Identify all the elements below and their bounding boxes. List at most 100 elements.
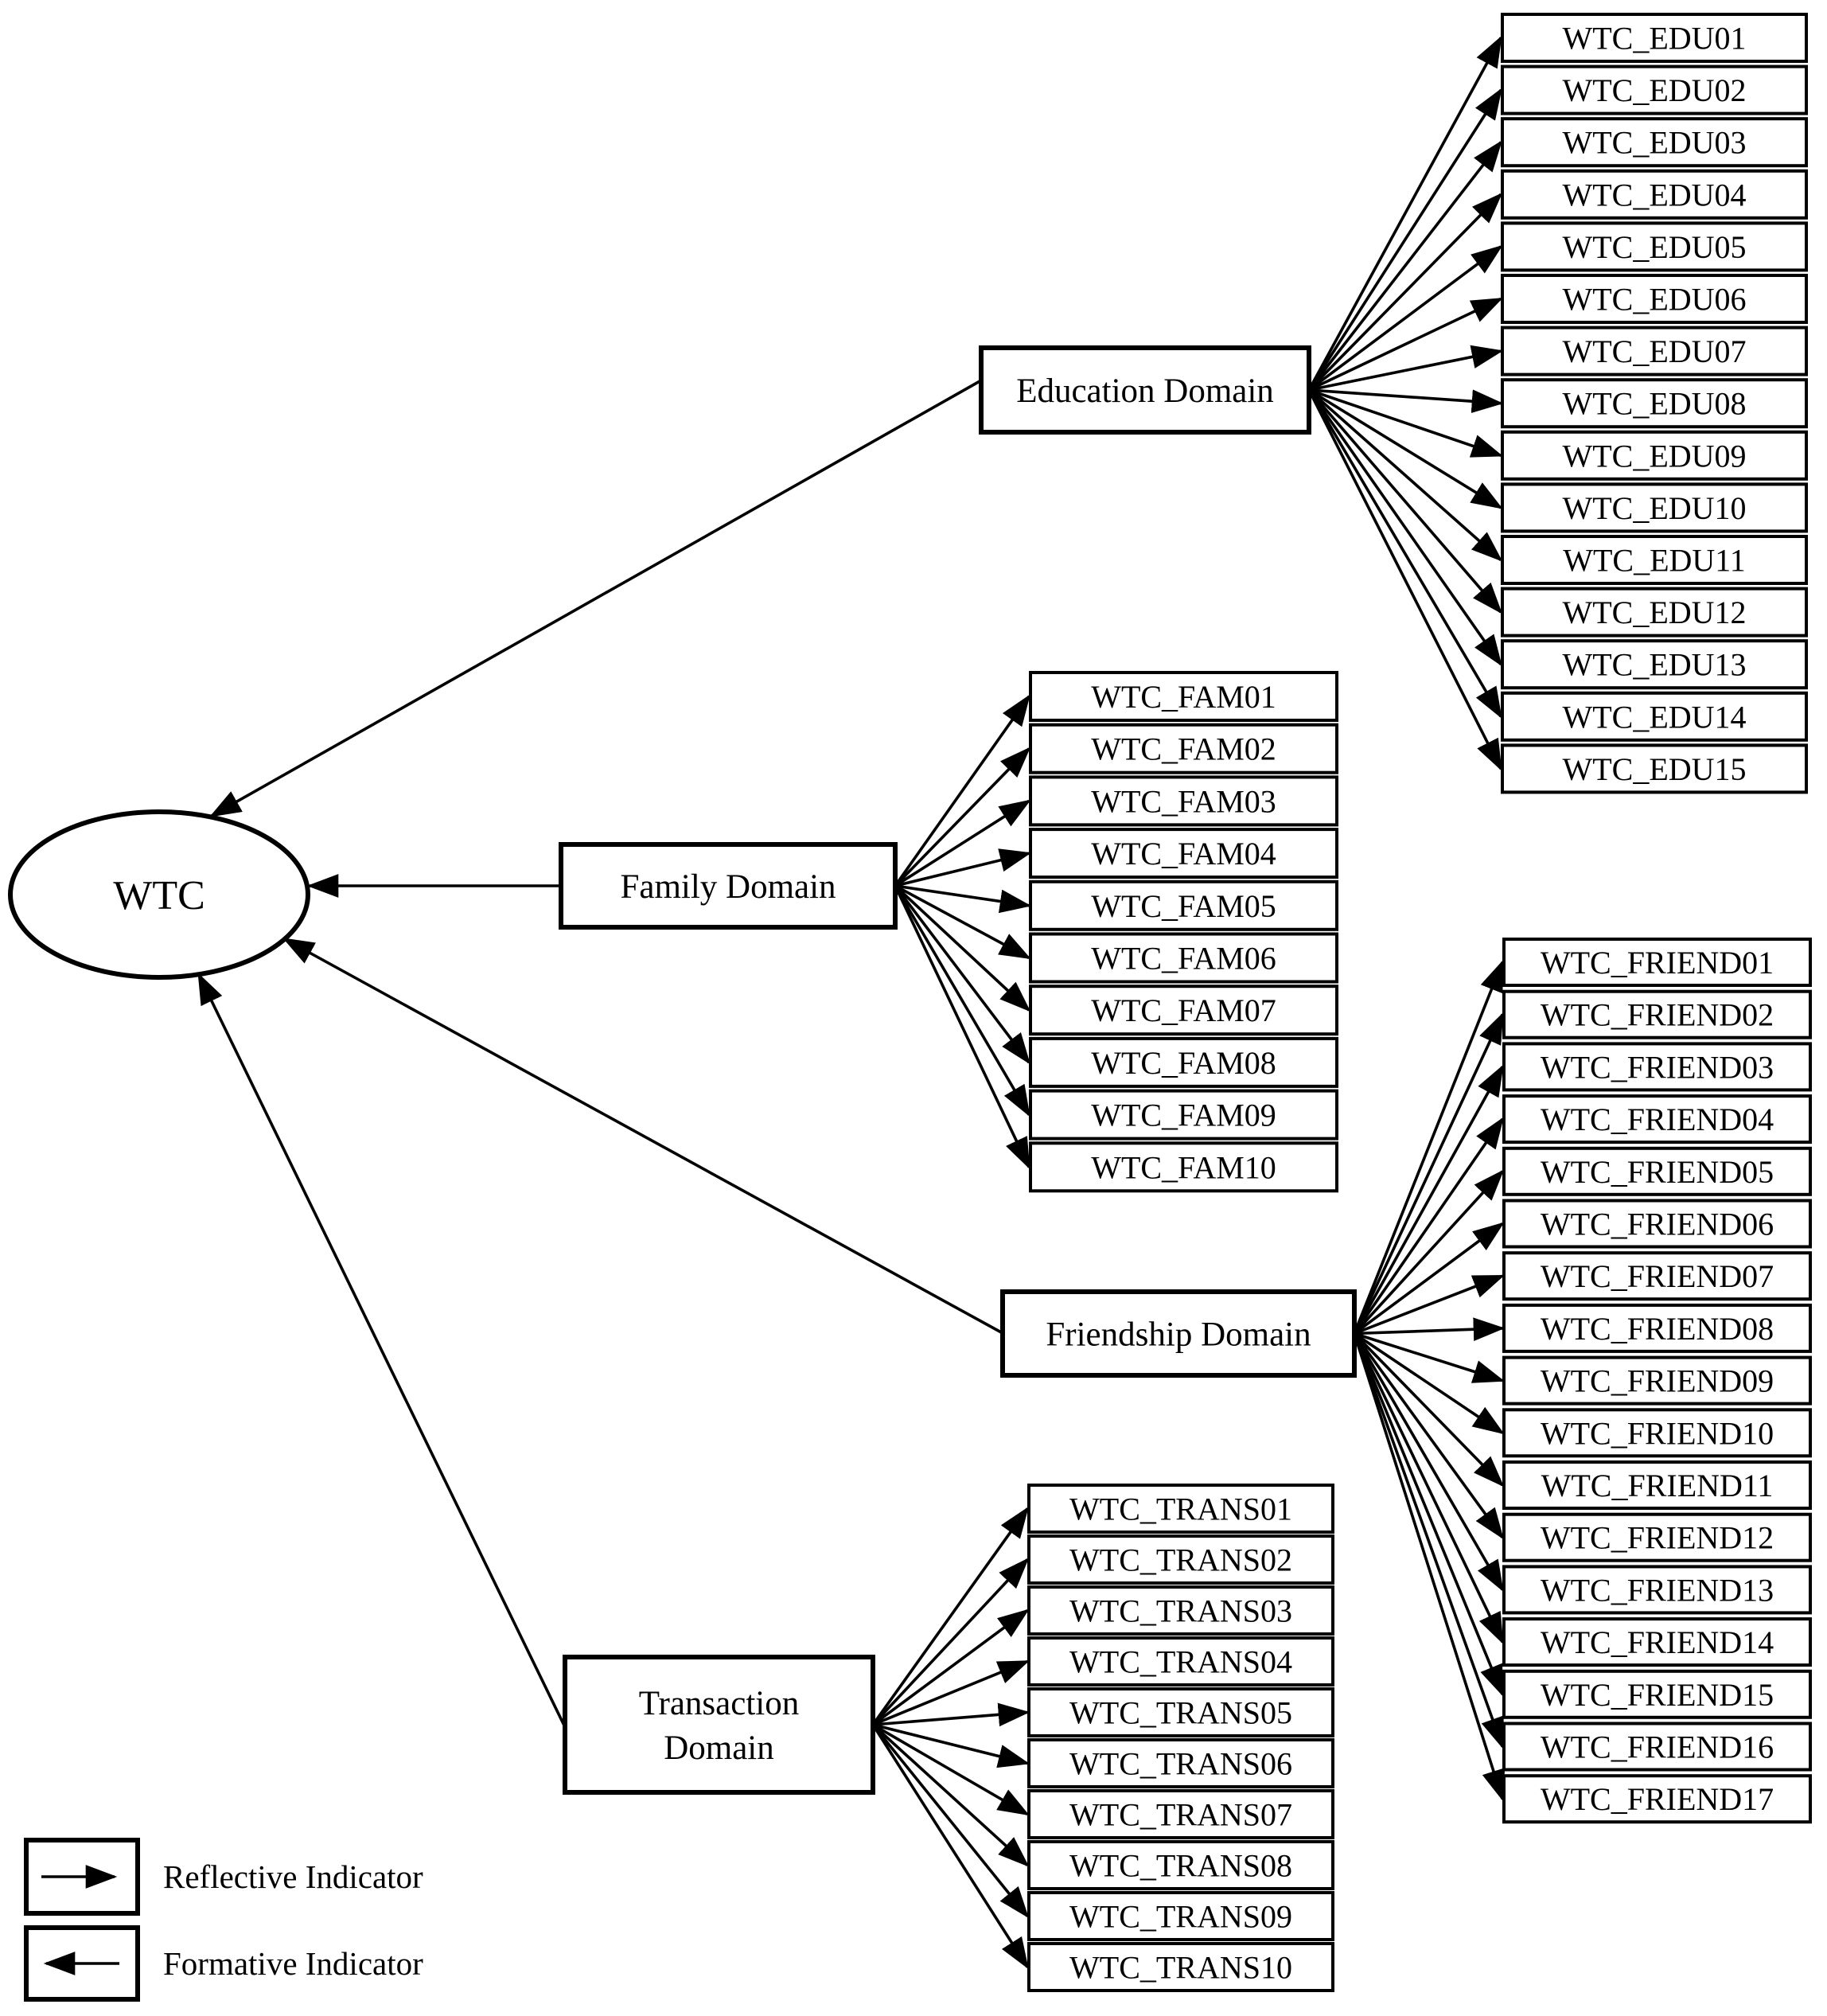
indicator-label: WTC_FAM02: [1091, 731, 1276, 767]
reflective-arrow-family-5: [894, 884, 1032, 914]
indicator-label: WTC_FRIEND03: [1541, 1049, 1774, 1085]
indicator-label: WTC_EDU04: [1562, 177, 1746, 213]
reflective-arrow-education-14: [1307, 389, 1502, 719]
reflective-arrow-education-9: [1308, 388, 1504, 458]
reflective-arrow-family-9: [894, 885, 1030, 1117]
indicator-label: WTC_FRIEND06: [1541, 1207, 1774, 1242]
indicator-box-wtc_edu08: [1501, 378, 1808, 429]
indicator-label: WTC_FRIEND15: [1541, 1677, 1774, 1713]
indicator-box-wtc_friend01: [1502, 938, 1812, 987]
indicator-box-wtc_fam09: [1029, 1089, 1338, 1141]
indicator-box-wtc_fam10: [1029, 1141, 1338, 1193]
indicator-label: WTC_TRANS03: [1069, 1593, 1292, 1629]
wtc-ellipse: [8, 809, 310, 980]
indicator-label: WTC_TRANS02: [1069, 1542, 1292, 1578]
indicator-box-wtc_edu02: [1501, 64, 1808, 115]
reflective-arrow-transaction-10: [871, 1724, 1029, 1970]
reflective-arrow-friendship-16: [1353, 1332, 1504, 1749]
indicator-box-wtc_friend04: [1502, 1094, 1812, 1144]
reflective-arrow-education-1: [1307, 35, 1502, 391]
indicator-box-wtc_edu04: [1501, 169, 1808, 220]
reflective-arrow-family-3: [894, 799, 1031, 887]
reflective-arrow-transaction-2: [871, 1558, 1030, 1726]
indicator-box-wtc_fam01: [1029, 671, 1338, 722]
indicator-box-wtc_friend08: [1502, 1303, 1812, 1353]
reflective-arrow-family-10: [894, 885, 1030, 1170]
indicator-label: WTC_EDU08: [1562, 386, 1746, 422]
indicator-label: WTC_FRIEND08: [1541, 1311, 1774, 1347]
indicator-box-wtc_friend06: [1502, 1199, 1812, 1249]
domain-box-family: [559, 842, 898, 930]
indicator-box-wtc_edu06: [1501, 274, 1808, 324]
indicator-label: WTC_EDU14: [1562, 699, 1746, 735]
indicator-label: WTC_EDU07: [1562, 333, 1746, 369]
reflective-arrow-family-1: [894, 694, 1030, 887]
reflective-arrow-friendship-17: [1353, 1332, 1506, 1802]
indicator-box-wtc_edu01: [1501, 13, 1808, 63]
indicator-box-wtc_friend10: [1502, 1408, 1812, 1458]
reflective-arrow-education-7: [1308, 345, 1504, 392]
indicator-label: WTC_TRANS04: [1069, 1644, 1292, 1680]
indicator-box-wtc_friend13: [1502, 1565, 1812, 1615]
domain-box-friendship: [1000, 1289, 1357, 1378]
indicator-label: WTC_FAM07: [1091, 992, 1276, 1028]
indicator-box-wtc_fam04: [1029, 828, 1338, 879]
indicator-box-wtc_fam02: [1029, 723, 1338, 774]
indicator-box-wtc_edu09: [1501, 430, 1808, 481]
reflective-arrow-friendship-2: [1353, 1012, 1504, 1335]
domain-label-friendship: Friendship Domain: [1046, 1316, 1311, 1354]
indicator-label: WTC_FAM08: [1091, 1045, 1276, 1081]
reflective-arrow-education-8: [1308, 388, 1504, 414]
indicator-label: WTC_EDU10: [1562, 490, 1746, 526]
indicator-box-wtc_edu10: [1501, 482, 1808, 533]
indicator-box-wtc_friend09: [1502, 1355, 1812, 1406]
indicator-label: WTC_FRIEND04: [1541, 1102, 1774, 1137]
reflective-arrow-friendship-4: [1353, 1117, 1504, 1335]
formative-arrow-education: [209, 379, 982, 817]
indicator-box-wtc_trans03: [1027, 1585, 1334, 1636]
indicator-box-wtc_friend17: [1502, 1774, 1812, 1824]
indicator-box-wtc_edu11: [1501, 535, 1808, 585]
domain-box-transaction: [563, 1655, 875, 1795]
indicator-label: WTC_TRANS07: [1069, 1797, 1292, 1833]
reflective-arrow-family-6: [894, 884, 1031, 960]
wtc-label: WTC: [113, 873, 205, 918]
indicator-label: WTC_FAM09: [1091, 1098, 1276, 1133]
indicator-box-wtc_trans09: [1027, 1891, 1334, 1941]
indicator-label: WTC_EDU02: [1562, 72, 1746, 108]
indicator-box-wtc_friend02: [1502, 989, 1812, 1039]
indicator-box-wtc_fam08: [1029, 1036, 1338, 1088]
indicator-box-wtc_edu15: [1501, 743, 1808, 794]
indicator-label: WTC_EDU12: [1562, 595, 1746, 630]
reflective-arrow-transaction-9: [871, 1723, 1030, 1919]
reflective-arrow-transaction-8: [871, 1723, 1030, 1867]
legend-label-formative: Formative Indicator: [163, 1945, 423, 1982]
legend: Reflective Indicator Formative Indicator: [24, 1838, 423, 2002]
reflective-arrow-education-4: [1307, 192, 1503, 392]
reflective-arrow-friendship-9: [1354, 1332, 1506, 1383]
reflective-arrow-education-11: [1307, 388, 1503, 562]
reflective-arrow-transaction-4: [872, 1659, 1030, 1726]
reflective-arrow-education-13: [1307, 388, 1502, 667]
indicator-label: WTC_FRIEND02: [1541, 997, 1774, 1033]
reflective-arrow-friendship-13: [1353, 1332, 1504, 1593]
reflective-arrow-friendship-7: [1354, 1274, 1506, 1336]
indicator-box-wtc_fam06: [1029, 932, 1338, 984]
reflective-arrow-transaction-6: [872, 1723, 1030, 1768]
indicator-label: WTC_FAM05: [1091, 888, 1276, 924]
indicator-label: WTC_FRIEND11: [1541, 1468, 1774, 1503]
indicator-label: WTC_TRANS05: [1069, 1695, 1292, 1731]
indicator-label: WTC_EDU03: [1562, 125, 1746, 161]
indicator-label: WTC_TRANS08: [1069, 1848, 1292, 1884]
reflective-arrow-friendship-14: [1353, 1332, 1504, 1645]
indicator-box-wtc_trans10: [1027, 1942, 1334, 1992]
indicator-label: WTC_FRIEND12: [1541, 1520, 1774, 1556]
reflective-arrow-friendship-11: [1353, 1332, 1505, 1488]
indicator-label: WTC_TRANS09: [1069, 1899, 1292, 1935]
indicator-box-wtc_friend15: [1502, 1669, 1812, 1719]
indicator-box-wtc_friend07: [1502, 1251, 1812, 1301]
legend-label-reflective: Reflective Indicator: [163, 1858, 423, 1895]
indicator-label: WTC_EDU11: [1563, 543, 1746, 579]
nodes-layer: Education DomainWTC_EDU01WTC_EDU02WTC_ED…: [559, 13, 1812, 1992]
